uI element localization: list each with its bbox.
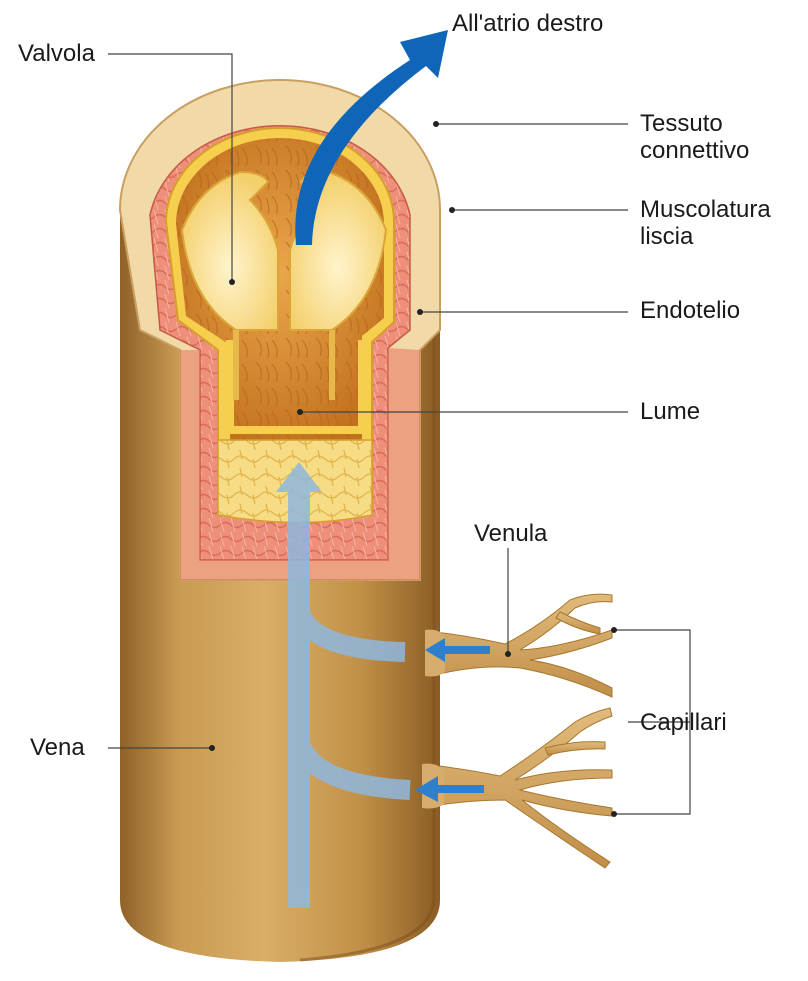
label-endothelium: Endotelio	[640, 297, 740, 324]
label-atrium: All'atrio destro	[452, 10, 603, 37]
label-valve: Valvola	[18, 40, 95, 67]
label-muscle-line1: Muscolatura	[640, 196, 771, 223]
label-connective-line1: Tessuto	[640, 110, 749, 137]
label-vein: Vena	[30, 734, 85, 761]
label-muscle-line2: liscia	[640, 223, 771, 250]
label-venule: Venula	[474, 520, 547, 547]
label-connective-line2: connettivo	[640, 137, 749, 164]
label-connective-tissue: Tessuto connettivo	[640, 110, 749, 164]
label-smooth-muscle: Muscolatura liscia	[640, 196, 771, 250]
label-lumen: Lume	[640, 398, 700, 425]
venule-capillaries-upper	[435, 594, 612, 697]
label-capillaries: Capillari	[640, 709, 727, 736]
